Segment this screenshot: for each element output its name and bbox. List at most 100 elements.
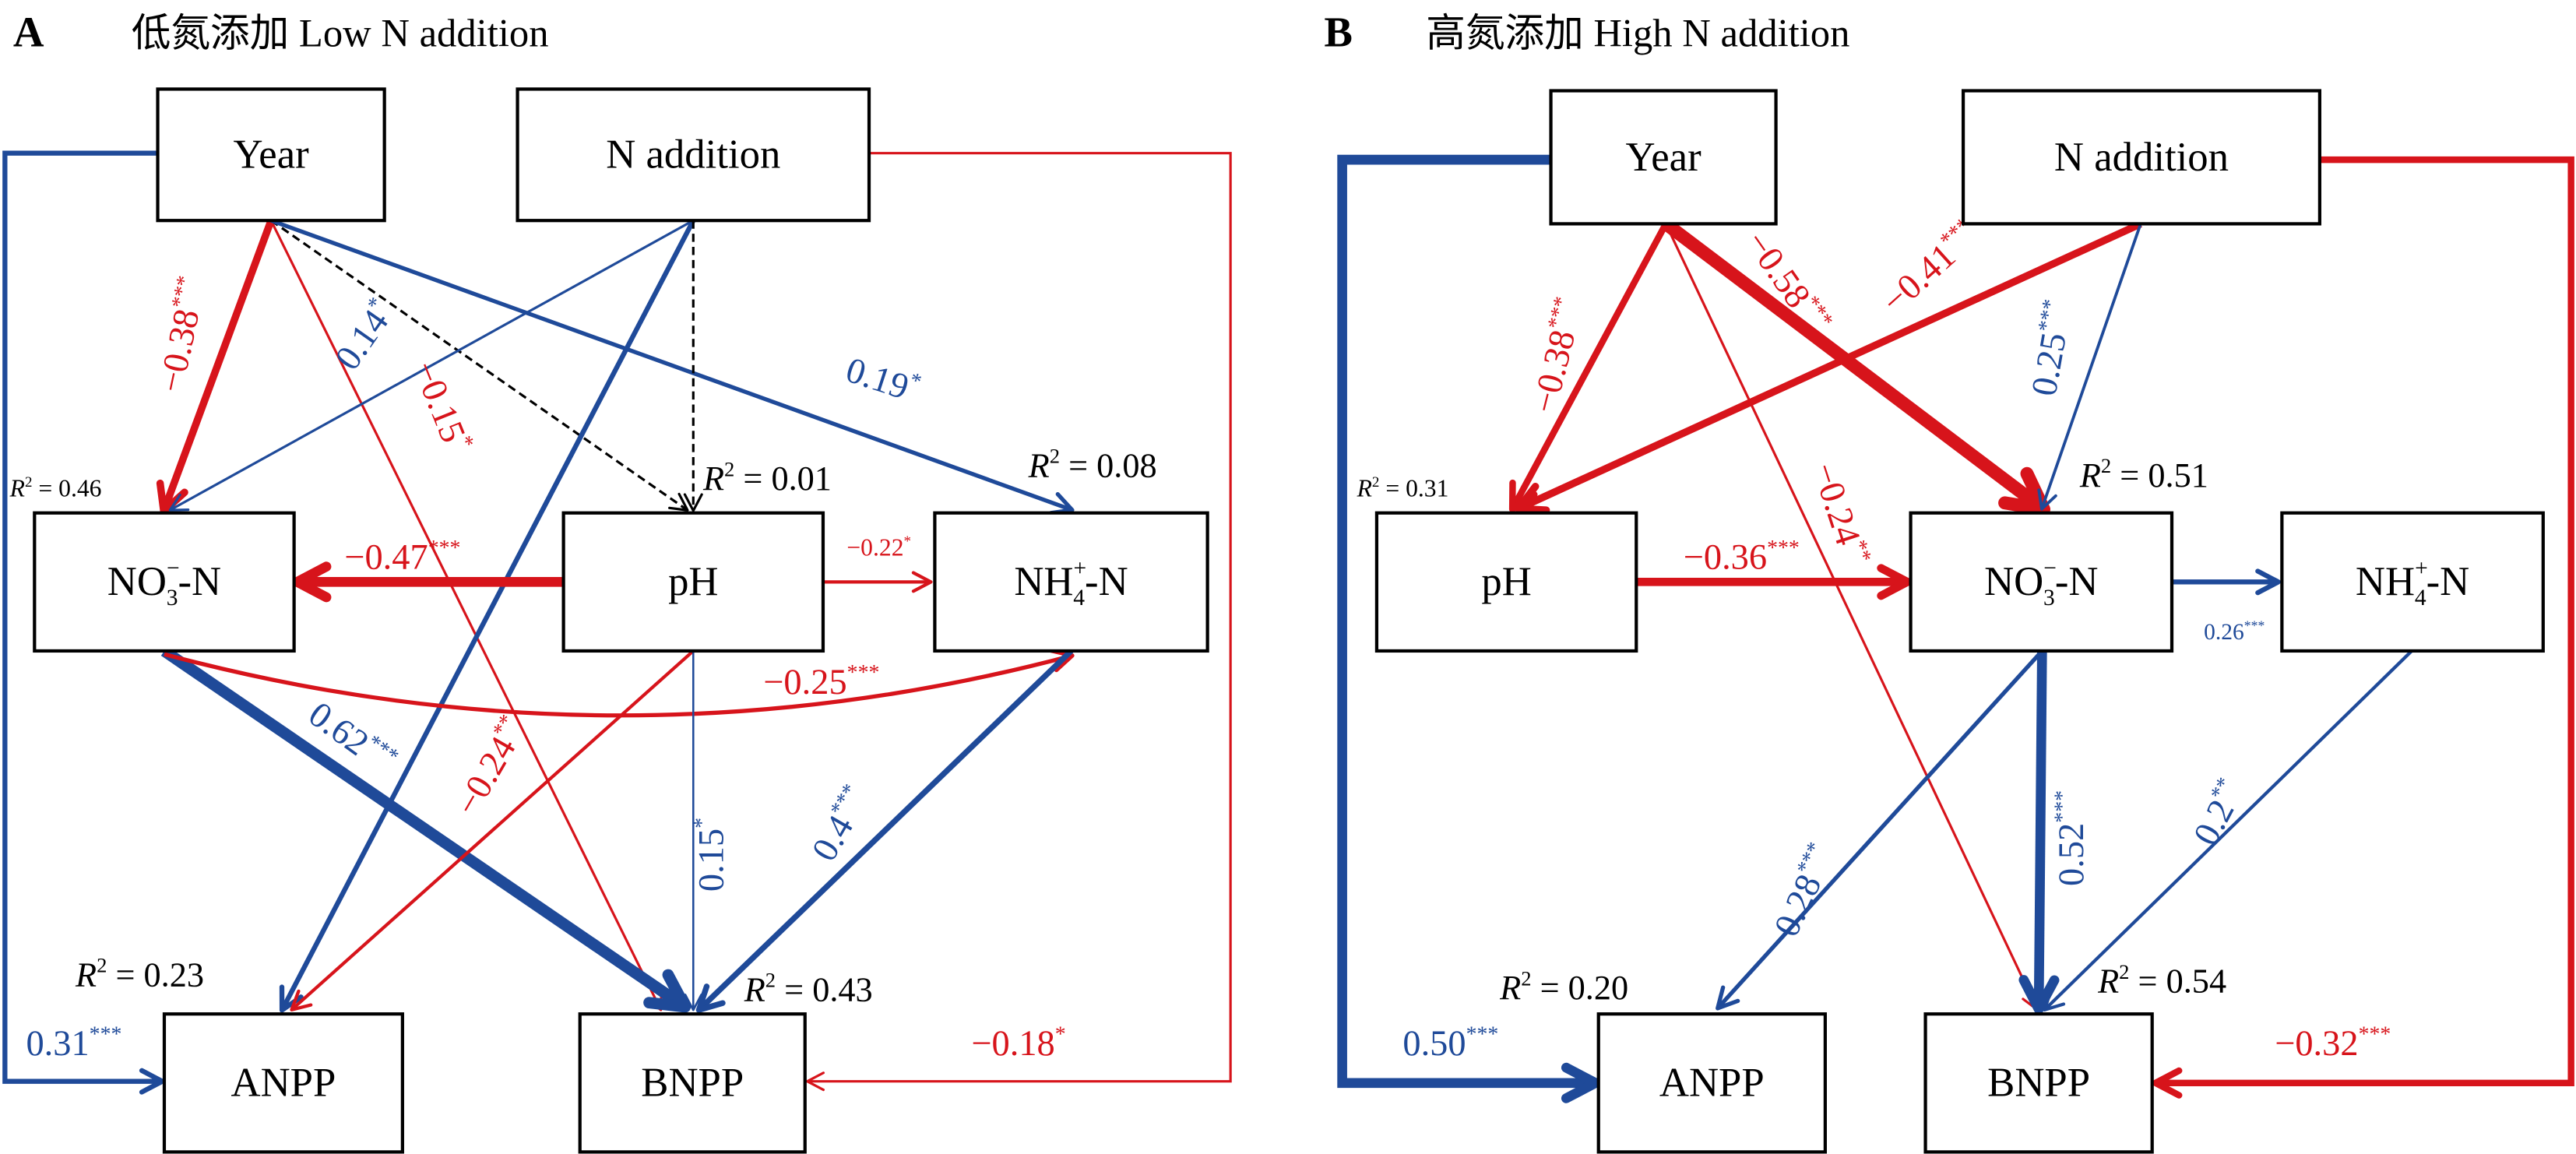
r-squared-value: 0.23 — [144, 955, 205, 994]
path-coefficient-nh4-to-bnpp: 0.2** — [2184, 773, 2253, 852]
node-label: NH+4-N — [1014, 556, 1128, 610]
ion-subscript: 3 — [2043, 586, 2055, 610]
r-squared-anpp: R2 = 0.23 — [75, 954, 204, 994]
path-arrow-no3-to-nh4 — [164, 649, 1075, 718]
r-squared-bnpp: R2 = 0.54 — [2097, 960, 2226, 1001]
path-coefficient-ph-to-no3: −0.36*** — [1684, 536, 1800, 578]
path-coefficient-no3-to-nh4: 0.26*** — [2204, 617, 2265, 645]
r-squared-nitrate-n: R2 = 0.46 — [9, 474, 102, 502]
path-arrow-year-to-anpp — [1337, 154, 1601, 1103]
node-ph: pH — [1374, 511, 1638, 653]
path-arrow-nadd-to-anpp — [279, 219, 696, 1013]
ion-suffix: -N — [178, 559, 221, 604]
node-box — [162, 1012, 404, 1154]
node-ph: pH — [561, 511, 825, 653]
ion-base: NO — [107, 559, 167, 604]
node-anpp: ANPP — [1596, 1012, 1827, 1154]
r-symbol: R — [2079, 456, 2101, 494]
path-arrow-nadd-to-no3 — [168, 219, 695, 512]
significance-stars: * — [690, 818, 714, 829]
r-exponent: 2 — [1050, 445, 1060, 468]
node-nitrate-n: NO−3-N — [1909, 511, 2174, 653]
node-box — [1549, 89, 1778, 226]
r-exponent: 2 — [2119, 960, 2129, 983]
ion-suffix: -N — [2055, 559, 2099, 604]
r-exponent: 2 — [25, 474, 32, 491]
ion-suffix: -N — [1085, 559, 1128, 604]
node-label: N addition — [606, 132, 780, 178]
node-label: BNPP — [1987, 1061, 2090, 1106]
r-symbol: R — [1499, 969, 1521, 1007]
r-squared-ph: R2 = 0.31 — [1357, 474, 1449, 502]
r-exponent: 2 — [1372, 474, 1379, 491]
node-anpp: ANPP — [162, 1012, 404, 1154]
r-symbol: R — [1357, 475, 1372, 502]
node-label: Year — [1625, 135, 1701, 180]
node-box — [156, 87, 386, 223]
path-coefficient-nh4-to-bnpp: 0.4*** — [803, 779, 878, 867]
path-arrow-ph-to-anpp — [290, 649, 695, 1012]
coefficient-value: −0.47 — [344, 537, 428, 577]
coefficient-value: 0.15 — [692, 829, 731, 892]
node-label: ANPP — [1659, 1061, 1765, 1106]
significance-stars: *** — [2244, 617, 2265, 633]
path-coefficient-year-to-nh4: 0.19* — [841, 348, 924, 410]
node-ammonium-n: NH+4-N — [933, 511, 1209, 653]
path-coefficient-year-to-ph: −0.38*** — [1522, 294, 1591, 417]
equals-sign: = — [1379, 475, 1406, 502]
panel-letter: B — [1324, 9, 1353, 56]
r-squared-value: 0.01 — [771, 459, 832, 498]
ion-charge: + — [1074, 556, 1087, 581]
coefficient-value: −0.15 — [405, 356, 473, 449]
path-coefficient-ph-to-bnpp: 0.15* — [690, 818, 732, 892]
r-exponent: 2 — [1521, 966, 1531, 990]
coefficient-value: 0.31 — [26, 1024, 89, 1064]
coefficient-value: −0.24 — [448, 730, 524, 823]
path-arrow-nh4-to-bnpp — [695, 649, 1074, 1013]
significance-stars: *** — [1543, 294, 1574, 332]
equals-sign: = — [1532, 969, 1568, 1007]
node-box — [1961, 89, 2321, 226]
coefficient-value: −0.38 — [1525, 326, 1583, 417]
ion-subscript: 3 — [167, 586, 178, 610]
coefficient-value: 0.28 — [1767, 868, 1830, 942]
node-box — [516, 87, 871, 223]
node-n-addition: N addition — [1961, 89, 2321, 226]
coefficient-value: −0.32 — [2275, 1024, 2358, 1064]
significance-stars: * — [904, 533, 911, 550]
path-coefficient-nadd-to-no3: 0.25*** — [2022, 297, 2080, 399]
coefficient-value: 0.2 — [2186, 793, 2242, 852]
path-arrow-no3-to-bnpp — [160, 646, 692, 1013]
path-arrow-nadd-to-ph — [1514, 220, 2142, 514]
significance-stars: *** — [428, 536, 461, 560]
r-squared-value: 0.43 — [812, 970, 873, 1008]
coefficient-value: −0.25 — [763, 663, 846, 702]
paths — [2, 150, 1232, 1095]
node-box — [578, 1012, 807, 1154]
node-box — [933, 511, 1209, 653]
significance-stars: *** — [2050, 790, 2075, 823]
ion-subscript: 4 — [2415, 586, 2426, 610]
r-symbol: R — [2097, 962, 2119, 1001]
significance-stars: * — [1055, 1022, 1066, 1046]
path-coefficient-year-to-anpp: 0.50*** — [1402, 1022, 1498, 1064]
path-coefficient-no3-to-bnpp: 0.62*** — [301, 693, 403, 783]
path-coefficient-ph-to-no3: −0.47*** — [344, 536, 460, 578]
r-squared-value: 0.31 — [1406, 475, 1448, 502]
node-label: pH — [668, 559, 718, 604]
path-arrow-year-to-ph — [1508, 222, 1669, 513]
node-label: NH+4-N — [2356, 556, 2469, 610]
node-label: pH — [1481, 559, 1531, 604]
node-year: Year — [156, 87, 386, 223]
path-arrow-year-to-nh4 — [270, 218, 1075, 515]
path-coefficient-nadd-to-bnpp: −0.18* — [971, 1022, 1065, 1064]
panel-title: 高氮添加 High N addition — [1426, 12, 1849, 55]
r-exponent: 2 — [2101, 454, 2111, 477]
significance-stars: *** — [90, 1022, 122, 1046]
r-exponent: 2 — [765, 969, 776, 992]
coefficient-value: −0.22 — [846, 534, 903, 561]
node-label: Year — [234, 132, 310, 178]
path-coefficient-year-to-anpp: 0.31*** — [26, 1022, 121, 1064]
significance-stars: *** — [2033, 297, 2063, 333]
